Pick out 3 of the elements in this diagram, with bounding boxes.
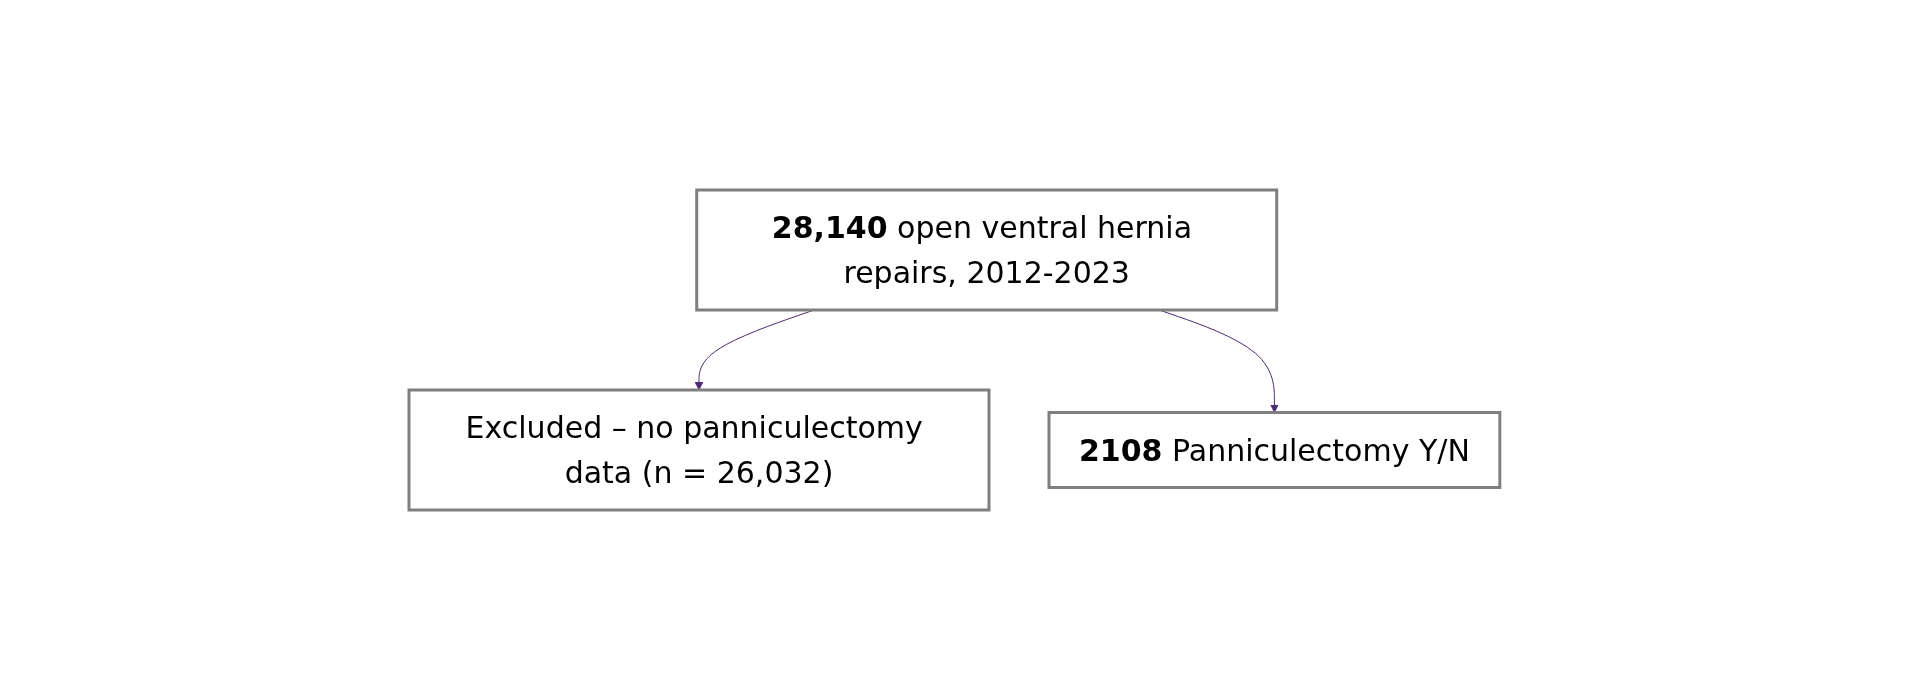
node-box: 28,140 open ventral hernia repairs, 2012-2023 (694, 188, 1278, 312)
node-box: 2108 Panniculectomy Y/N (1047, 411, 1501, 489)
node-box: Excluded – no panniculectomy data (n = 26,032) (407, 388, 991, 512)
